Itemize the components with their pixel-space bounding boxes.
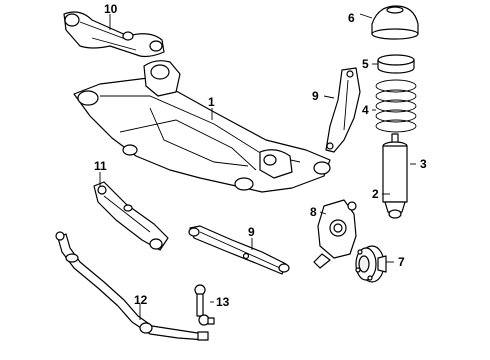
rear-knuckle <box>313 199 357 269</box>
callout-4: 4 <box>362 103 369 117</box>
callout-9-lower: 9 <box>248 225 255 239</box>
callout-labels: 10 1 6 5 4 3 2 9 8 7 11 9 12 13 <box>94 2 427 309</box>
callout-12: 12 <box>134 293 148 307</box>
callout-11: 11 <box>94 159 107 173</box>
callout-7: 7 <box>398 255 405 269</box>
rear-subframe <box>73 60 331 193</box>
callout-3: 3 <box>420 157 427 171</box>
shock-absorber <box>382 133 408 219</box>
lower-control-arm <box>93 181 169 251</box>
spring-isolator <box>377 54 415 74</box>
upper-control-arm <box>63 11 165 58</box>
coil-spring <box>375 79 417 133</box>
callout-8: 8 <box>310 205 317 219</box>
stabilizer-link <box>194 284 215 326</box>
callout-10: 10 <box>104 2 118 16</box>
toe-link-upper <box>325 67 361 153</box>
stabilizer-bar <box>55 231 209 341</box>
hub-bearing <box>355 245 387 283</box>
callout-1: 1 <box>208 95 215 109</box>
callout-2: 2 <box>372 187 379 201</box>
toe-link-lower <box>188 225 290 275</box>
callout-13: 13 <box>216 295 230 309</box>
leader-lines <box>99 13 416 320</box>
strut-mount <box>371 5 419 40</box>
callout-9-upper: 9 <box>312 89 319 103</box>
callout-6: 6 <box>348 11 355 25</box>
callout-5: 5 <box>362 57 369 71</box>
